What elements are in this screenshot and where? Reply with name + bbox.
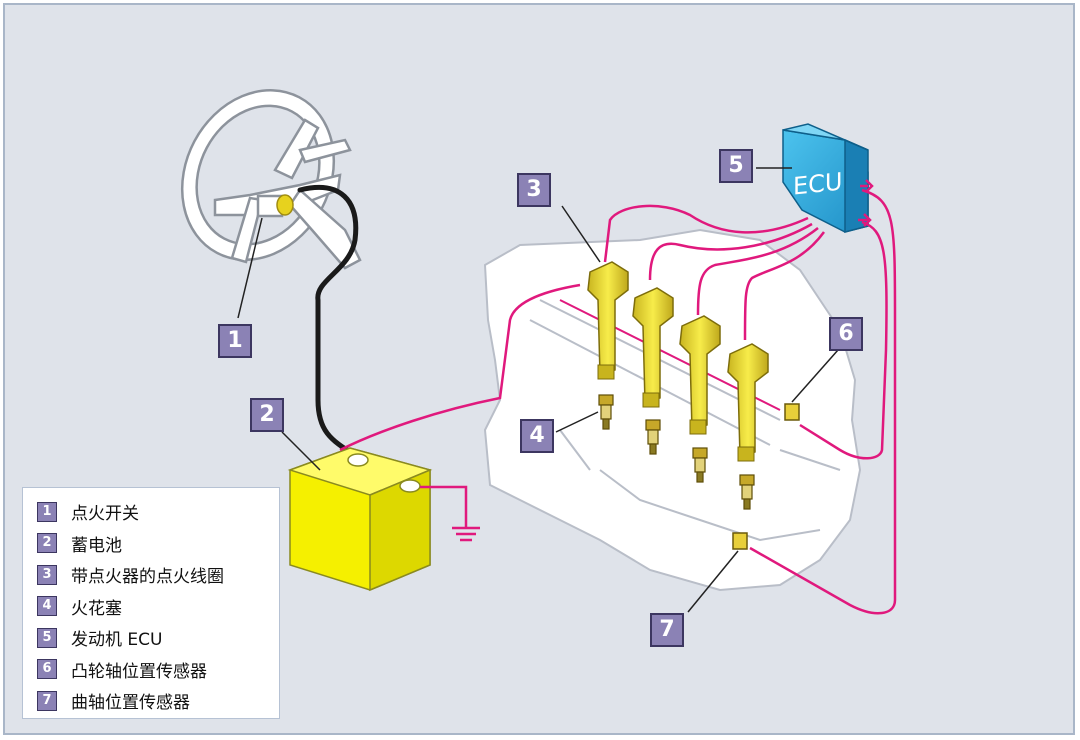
legend-number: 6 — [37, 659, 57, 680]
legend-number: 7 — [37, 690, 57, 711]
legend-number: 5 — [37, 627, 57, 648]
spark-plug-icon — [692, 447, 708, 483]
ecu-label: ECU — [793, 167, 843, 201]
ground-icon — [420, 485, 480, 542]
callout-battery: 2 — [250, 398, 284, 432]
spark-plug-icon — [739, 474, 755, 510]
callout-leader-1 — [237, 217, 263, 319]
legend-label: 蓄电池 — [71, 535, 122, 556]
legend-item: 7 曲轴位置传感器 — [37, 685, 279, 717]
spark-plug-group — [598, 394, 755, 510]
callout-crank-sensor: 7 — [650, 613, 684, 647]
legend-item: 5 发动机 ECU — [37, 622, 279, 654]
legend-number: 3 — [37, 564, 57, 585]
legend-label: 凸轮轴位置传感器 — [71, 661, 207, 682]
legend-item: 3 带点火器的点火线圈 — [37, 559, 279, 591]
engine-block — [483, 228, 862, 592]
ignition-coil-group — [587, 261, 769, 462]
steering-wheel — [180, 89, 362, 270]
callout-leader-3 — [561, 205, 601, 263]
legend-item: 2 蓄电池 — [37, 528, 279, 560]
callout-leader-7 — [687, 550, 739, 613]
legend-label: 曲轴位置传感器 — [71, 693, 190, 714]
legend-item: 6 凸轮轴位置传感器 — [37, 654, 279, 686]
legend-panel: 1 点火开关 2 蓄电池 3 带点火器的点火线圈 4 火花塞 5 发动机 ECU… — [22, 487, 280, 719]
callout-leader-2 — [281, 431, 321, 471]
spark-plug-icon — [598, 394, 614, 430]
legend-label: 点火开关 — [71, 504, 139, 525]
callout-leader-6 — [791, 349, 839, 403]
callout-spark-plug: 4 — [520, 419, 554, 453]
spark-plug-icon — [645, 419, 661, 455]
cam-position-sensor-icon — [784, 403, 800, 421]
callout-cam-sensor: 6 — [829, 317, 863, 351]
callout-ignition-coil: 3 — [517, 173, 551, 207]
ignition-coil-icon — [727, 343, 769, 462]
callout-ecu: 5 — [719, 149, 753, 183]
ignition-coil-icon — [587, 261, 629, 380]
legend-number: 1 — [37, 501, 57, 522]
ignition-switch-icon — [276, 194, 294, 216]
legend-label: 带点火器的点火线圈 — [71, 567, 224, 588]
ecu-signal-wires — [603, 179, 897, 615]
legend-item: 4 火花塞 — [37, 591, 279, 623]
power-cable — [297, 184, 359, 458]
crank-position-sensor-icon — [732, 532, 748, 550]
battery-wire — [339, 283, 581, 452]
legend-item: 1 点火开关 — [37, 496, 279, 528]
ignition-coil-icon — [679, 315, 721, 435]
legend-label: 发动机 ECU — [71, 630, 163, 651]
legend-number: 2 — [37, 533, 57, 554]
battery-icon — [287, 447, 433, 592]
legend-number: 4 — [37, 596, 57, 617]
legend-label: 火花塞 — [71, 598, 122, 619]
callout-leader-4 — [555, 411, 599, 433]
callout-ignition-switch: 1 — [218, 324, 252, 358]
ignition-coil-icon — [632, 287, 674, 408]
